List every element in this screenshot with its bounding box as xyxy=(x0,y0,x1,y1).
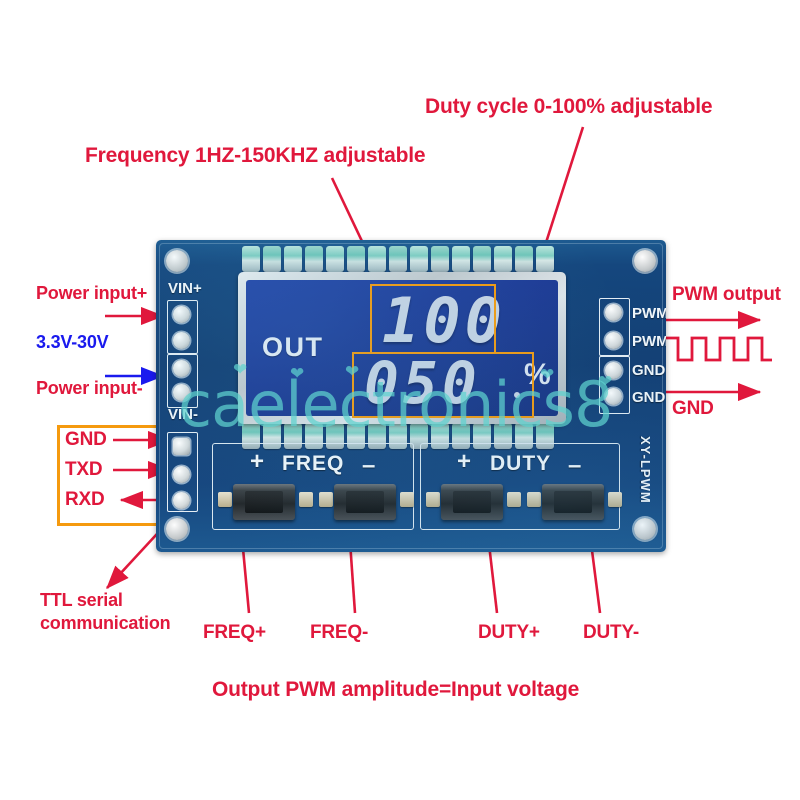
pin-gnd-2[interactable] xyxy=(605,388,622,405)
freq-button-block xyxy=(212,443,414,530)
silk-pwm-2: PWM xyxy=(632,333,666,350)
lcd-mode-label: OUT xyxy=(262,332,324,362)
callout-pwm-output: PWM output xyxy=(672,284,781,305)
pwm-header-bottom-frame xyxy=(599,356,630,414)
callout-gnd-left: GND xyxy=(65,429,107,450)
vin-header-top-frame xyxy=(167,300,198,354)
pin-vin-3[interactable] xyxy=(173,360,190,377)
ttl-header-frame xyxy=(167,432,198,512)
silk-gnd-1: GND xyxy=(632,362,666,379)
vin-header-bottom-frame xyxy=(167,354,198,408)
highlight-box-frequency xyxy=(370,284,496,354)
duty-minus-pad-left xyxy=(527,492,541,507)
duty-minus-button[interactable] xyxy=(542,484,604,520)
callout-gnd-right: GND xyxy=(672,398,714,419)
duty-minus-pad-right xyxy=(608,492,622,507)
pwm-header-top-frame xyxy=(599,298,630,356)
silk-pwm-1: PWM xyxy=(632,305,666,322)
silk-model-name: XY-LPWM xyxy=(638,436,653,504)
square-wave-icon xyxy=(662,336,772,362)
mounting-hole-top-right xyxy=(634,250,656,272)
pin-vin-2[interactable] xyxy=(173,332,190,349)
pin-vin-1[interactable] xyxy=(173,306,190,323)
pin-gnd-1[interactable] xyxy=(605,362,622,379)
lcd-decimal-dot xyxy=(514,392,520,398)
freq-plus-button[interactable] xyxy=(233,484,295,520)
pin-pwm-1[interactable] xyxy=(605,304,622,321)
callout-freq-plus: FREQ+ xyxy=(203,622,266,643)
callout-footer: Output PWM amplitude=Input voltage xyxy=(212,678,580,701)
silk-duty-label: DUTY xyxy=(490,452,552,475)
callout-voltage-range: 3.3V-30V xyxy=(36,332,109,352)
freq-minus-pad-right xyxy=(400,492,414,507)
duty-button-block xyxy=(420,443,620,530)
callout-power-input-plus: Power input+ xyxy=(36,283,148,303)
lcd-percent-symbol: % xyxy=(524,358,551,391)
callout-ttl-serial-line2: communication xyxy=(40,613,171,633)
callout-frequency: Frequency 1HZ-150KHZ adjustable xyxy=(85,144,426,167)
mounting-hole-bottom-right xyxy=(634,518,656,540)
lcd-module: OUT 100 050 % xyxy=(238,272,566,424)
lcd-solder-pads-bottom xyxy=(242,423,554,449)
pin-ttl-rxd[interactable] xyxy=(173,492,190,509)
silk-vin-plus: VIN+ xyxy=(168,280,202,297)
duty-plus-pad-right xyxy=(507,492,521,507)
pin-ttl-txd[interactable] xyxy=(173,466,190,483)
lcd-screen: OUT 100 050 % xyxy=(246,280,558,416)
freq-minus-pad-left xyxy=(319,492,333,507)
pin-ttl-gnd[interactable] xyxy=(173,438,190,455)
silk-duty-plus: + xyxy=(457,448,472,475)
callout-duty-minus: DUTY- xyxy=(583,622,640,643)
callout-duty-plus: DUTY+ xyxy=(478,622,540,643)
pin-pwm-2[interactable] xyxy=(605,332,622,349)
callout-txd: TXD xyxy=(65,459,103,480)
silk-vin-minus: VIN- xyxy=(168,406,198,423)
silk-freq-label: FREQ xyxy=(282,452,345,475)
callout-freq-minus: FREQ- xyxy=(310,622,369,643)
callout-power-input-minus: Power input- xyxy=(36,378,143,398)
freq-plus-pad-right xyxy=(299,492,313,507)
freq-plus-pad-left xyxy=(218,492,232,507)
silk-freq-minus: – xyxy=(362,452,376,479)
lcd-solder-pads-top xyxy=(242,246,554,272)
board-silk-outline xyxy=(159,243,663,549)
lcd-frequency-value: 100 xyxy=(382,284,506,357)
lcd-duty-value: 050 xyxy=(364,349,481,416)
silk-gnd-2: GND xyxy=(632,389,666,406)
silk-duty-minus: – xyxy=(568,452,582,479)
silk-freq-plus: + xyxy=(250,448,265,475)
pin-vin-4[interactable] xyxy=(173,384,190,401)
callout-ttl-serial-line1: TTL serial xyxy=(40,590,123,610)
mounting-hole-top-left xyxy=(166,250,188,272)
callout-rxd: RXD xyxy=(65,489,105,510)
highlight-box-duty xyxy=(352,352,534,418)
duty-plus-button[interactable] xyxy=(441,484,503,520)
callout-duty-cycle: Duty cycle 0-100% adjustable xyxy=(425,95,713,118)
duty-plus-pad-left xyxy=(426,492,440,507)
freq-minus-button[interactable] xyxy=(334,484,396,520)
pwm-generator-board: OUT 100 050 % VIN+ VIN- PWM xyxy=(156,240,666,552)
mounting-hole-bottom-left xyxy=(166,518,188,540)
